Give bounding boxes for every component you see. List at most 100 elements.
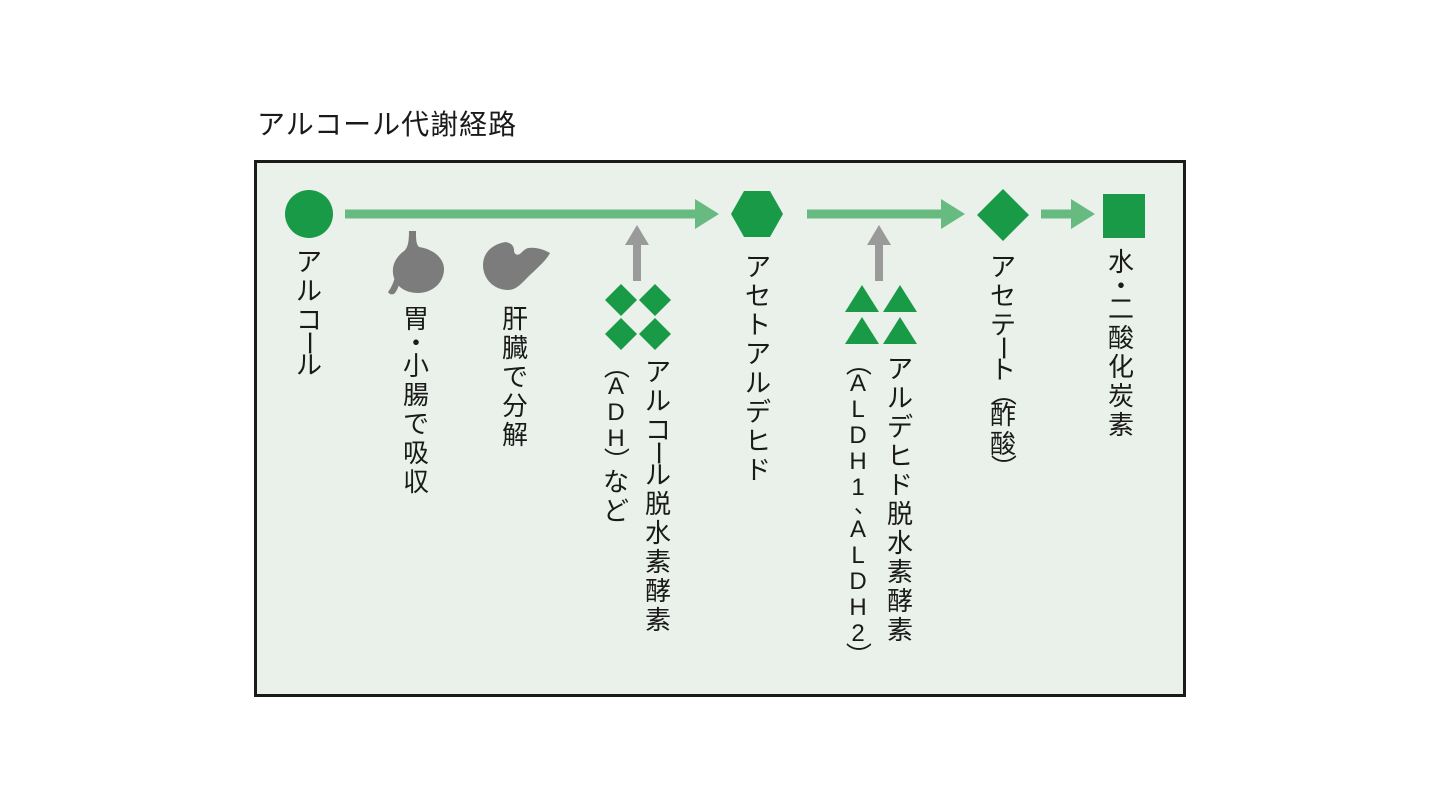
vertical-char: D — [849, 568, 867, 595]
vertical-char: で — [402, 409, 429, 439]
vertical-char: D — [849, 422, 867, 449]
vertical-char: H — [607, 425, 625, 452]
vertical-char: デ — [744, 397, 771, 427]
vertical-char: ア — [295, 247, 322, 277]
vertical-char: セ — [989, 281, 1016, 311]
vertical-char: デ — [886, 412, 913, 442]
vertical-char: 臓 — [501, 333, 528, 363]
vertical-char: ア — [644, 357, 671, 387]
vertical-char: な — [602, 467, 629, 497]
vertical-char: 酢 — [989, 400, 1016, 430]
vertical-char: ヒ — [886, 441, 913, 471]
vertical-char: 分 — [501, 391, 528, 421]
vertical-char: 1 — [851, 474, 865, 501]
acetate-node — [977, 189, 1029, 241]
vertical-char: 胃 — [402, 304, 429, 334]
diagram-title: アルコール代謝経路 — [257, 109, 518, 140]
vertical-char: ど — [602, 496, 629, 526]
vertical-char: 水 — [644, 518, 671, 548]
vertical-char: ル — [295, 276, 322, 306]
flow-arrow-icon — [807, 199, 965, 229]
vertical-char: 、 — [853, 493, 876, 518]
vertical-char: コ — [644, 415, 671, 445]
vertical-char: ド — [886, 470, 913, 500]
vertical-char: ル — [886, 383, 913, 413]
water-co2-node — [1103, 194, 1145, 238]
vertical-char: 脱 — [886, 499, 913, 529]
vertical-char: ト — [744, 310, 771, 340]
vertical-char: 素 — [886, 557, 913, 587]
vertical-char: ー — [988, 334, 1018, 361]
diamond-molecules-icon — [605, 284, 671, 350]
vertical-char: 水 — [1107, 247, 1134, 277]
vertical-char: 収 — [402, 467, 429, 497]
acetate-label: アセテート（酢酸） — [988, 252, 1018, 481]
vertical-char: テ — [989, 310, 1016, 340]
vertical-char: 解 — [501, 420, 528, 450]
vertical-char: ア — [886, 354, 913, 384]
flow-arrow-icon — [345, 199, 719, 229]
vertical-char: A — [607, 373, 624, 400]
vertical-char: 脱 — [644, 489, 671, 519]
vertical-char: ー — [643, 439, 673, 466]
vertical-char: A — [849, 516, 866, 543]
vertical-char: ト — [989, 355, 1016, 385]
vertical-char: ・ — [402, 328, 429, 358]
vertical-char: ド — [744, 455, 771, 485]
vertical-char: ） — [843, 641, 873, 668]
vertical-char: セ — [744, 281, 771, 311]
liver-label: 肝臓で分解 — [501, 305, 529, 450]
vertical-char: （ — [843, 349, 873, 376]
vertical-char: ） — [988, 453, 1018, 480]
alcohol-node — [285, 190, 333, 238]
vertical-char: 二 — [1107, 294, 1134, 324]
vertical-char: ア — [989, 252, 1016, 282]
vertical-char: ア — [744, 252, 771, 282]
vertical-char: L — [851, 542, 865, 569]
vertical-char: ル — [644, 460, 671, 490]
vertical-char: 小 — [402, 351, 429, 381]
vertical-char: 炭 — [1107, 381, 1134, 411]
vertical-char: ） — [601, 446, 631, 473]
vertical-char: ル — [295, 350, 322, 380]
up-arrow-icon — [867, 225, 891, 281]
triangle-molecules-icon — [845, 285, 917, 344]
vertical-char: D — [607, 399, 625, 426]
vertical-char: 酸 — [1107, 323, 1134, 353]
vertical-char: （ — [601, 352, 631, 379]
vertical-char: で — [501, 362, 528, 392]
flow-arrow-icon — [1041, 199, 1095, 229]
stomach-icon — [388, 231, 444, 295]
vertical-char: 吸 — [402, 438, 429, 468]
vertical-char: コ — [295, 305, 322, 335]
vertical-char: 水 — [886, 528, 913, 558]
acetaldehyde-node — [731, 191, 783, 237]
vertical-char: 素 — [644, 605, 671, 635]
water-co2-label: 水・二酸化炭素 — [1107, 248, 1135, 440]
vertical-char: ヒ — [744, 426, 771, 456]
vertical-char: 腸 — [402, 380, 429, 410]
vertical-char: ア — [744, 339, 771, 369]
vertical-char: ル — [644, 386, 671, 416]
vertical-char: ・ — [1107, 271, 1134, 301]
vertical-char: ー — [294, 329, 324, 356]
vertical-char: L — [851, 396, 865, 423]
up-arrow-icon — [625, 225, 649, 281]
vertical-char: 素 — [886, 615, 913, 645]
vertical-char: H — [849, 448, 867, 475]
vertical-char: 肝 — [501, 304, 528, 334]
alcohol-label: アルコール — [294, 247, 324, 380]
vertical-char: 素 — [644, 547, 671, 577]
vertical-char: H — [849, 594, 867, 621]
vertical-char: 化 — [1107, 352, 1134, 382]
liver-icon — [483, 242, 550, 290]
vertical-char: 酸 — [989, 429, 1016, 459]
acetaldehyde-label: アセトアルデヒド — [744, 253, 772, 485]
absorption-label: 胃・小腸で吸収 — [402, 305, 430, 497]
vertical-char: 2 — [851, 620, 865, 647]
vertical-char: 酵 — [644, 576, 671, 606]
vertical-char: ル — [744, 368, 771, 398]
